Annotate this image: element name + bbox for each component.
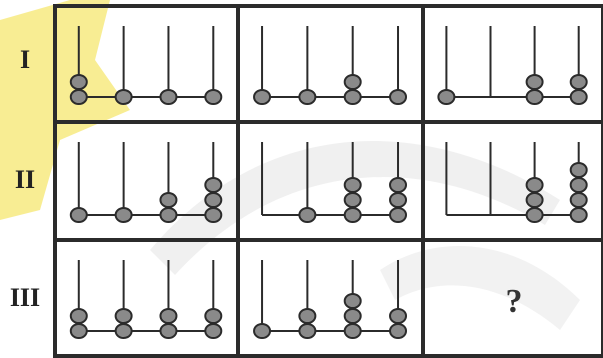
abacus-bead bbox=[345, 90, 361, 104]
abacus-bead bbox=[205, 193, 221, 207]
abacus-bead bbox=[390, 309, 406, 323]
abacus-bead bbox=[345, 309, 361, 323]
abacus-bead bbox=[345, 294, 361, 308]
abacus-bead bbox=[527, 75, 543, 89]
abacus-bead bbox=[71, 324, 87, 338]
abacus-bead bbox=[345, 324, 361, 338]
abacus-bead bbox=[527, 178, 543, 192]
row-label-iii: III bbox=[0, 283, 50, 313]
abacus-bead bbox=[571, 193, 587, 207]
abacus-bead bbox=[345, 75, 361, 89]
abacus-bead bbox=[390, 178, 406, 192]
abacus-bead bbox=[390, 324, 406, 338]
abacus-bead bbox=[71, 309, 87, 323]
abacus-bead bbox=[254, 324, 270, 338]
abacus-bead bbox=[160, 324, 176, 338]
abacus-bead bbox=[116, 208, 132, 222]
abacus-bead bbox=[345, 193, 361, 207]
missing-answer-mark: ? bbox=[506, 283, 523, 320]
abacus-bead bbox=[116, 309, 132, 323]
abacus-bead bbox=[205, 178, 221, 192]
abacus-bead bbox=[345, 178, 361, 192]
abacus-bead bbox=[438, 90, 454, 104]
abacus-bead bbox=[527, 193, 543, 207]
abacus-bead bbox=[205, 324, 221, 338]
abacus-r3-c1 bbox=[71, 260, 222, 338]
abacus-bead bbox=[390, 208, 406, 222]
abacus-bead bbox=[571, 208, 587, 222]
row-label-i: I bbox=[0, 45, 50, 75]
abacus-r1-c1 bbox=[71, 26, 222, 104]
abacus-bead bbox=[299, 324, 315, 338]
abacus-bead bbox=[116, 90, 132, 104]
abacus-bead bbox=[571, 178, 587, 192]
abacus-bead bbox=[571, 90, 587, 104]
abacus-bead bbox=[71, 75, 87, 89]
abacus-r2-c3 bbox=[446, 142, 586, 222]
abacus-bead bbox=[205, 208, 221, 222]
abacus-bead bbox=[205, 309, 221, 323]
abacus-bead bbox=[71, 208, 87, 222]
abacus-bead bbox=[116, 324, 132, 338]
abacus-bead bbox=[571, 163, 587, 177]
abacus-bead bbox=[299, 309, 315, 323]
abacus-bead bbox=[571, 75, 587, 89]
abacus-bead bbox=[160, 90, 176, 104]
abacus-bead bbox=[527, 90, 543, 104]
abacus-bead bbox=[299, 208, 315, 222]
abacus-bead bbox=[160, 309, 176, 323]
abacus-bead bbox=[390, 90, 406, 104]
abacus-bead bbox=[299, 90, 315, 104]
abacus-bead bbox=[160, 193, 176, 207]
abacus-bead bbox=[345, 208, 361, 222]
abacus-bead bbox=[205, 90, 221, 104]
abacus-r2-c2 bbox=[262, 142, 406, 222]
abacus-r1-c2 bbox=[254, 26, 406, 104]
abacus-bead bbox=[390, 193, 406, 207]
row-label-ii: II bbox=[0, 165, 50, 195]
abacus-bead bbox=[254, 90, 270, 104]
abacus-r1-c3 bbox=[438, 26, 586, 104]
abacus-bead bbox=[71, 90, 87, 104]
abacus-r3-c2 bbox=[254, 260, 406, 338]
abacus-bead bbox=[527, 208, 543, 222]
puzzle-grid: ? bbox=[52, 0, 603, 358]
abacus-bead bbox=[160, 208, 176, 222]
abacus-r2-c1 bbox=[71, 142, 222, 222]
